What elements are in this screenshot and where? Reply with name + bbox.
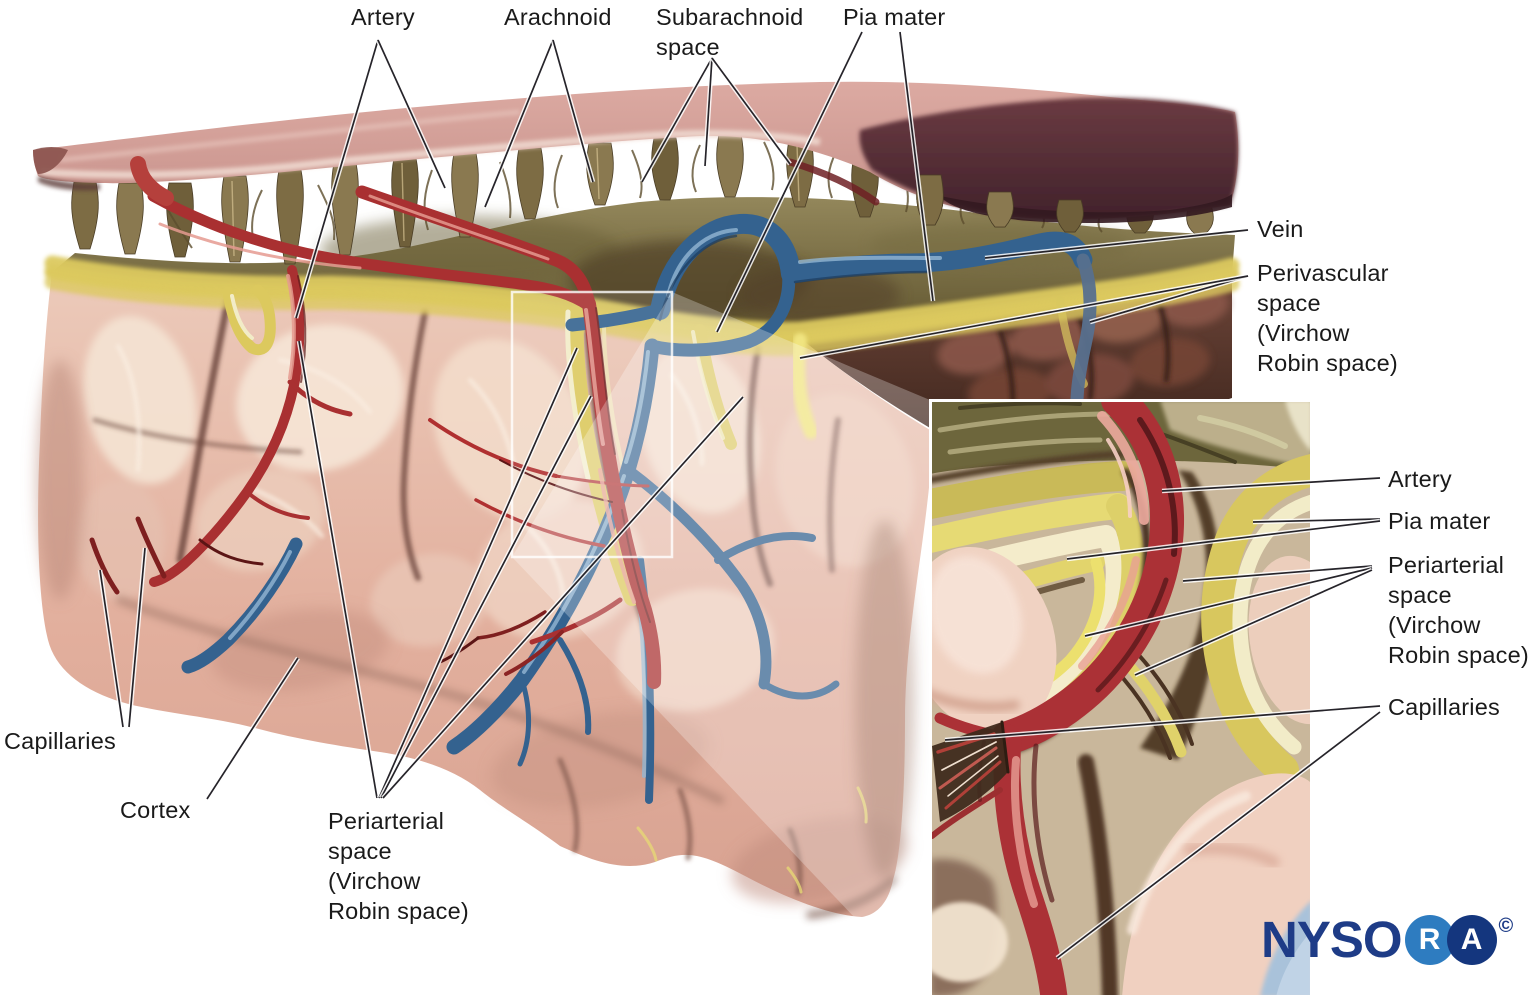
label-capillaries: Capillaries	[4, 728, 116, 754]
label-artery-top: Artery	[351, 4, 415, 30]
label-inset-pia-mater: Pia mater	[1388, 508, 1491, 534]
label-inset-periarterial-space: Periarterial space (Virchow Robin space)	[1388, 552, 1529, 668]
capillary-vessel	[89, 537, 120, 595]
label-periarterial-space: Periarterial space (Virchow Robin space)	[328, 808, 469, 924]
magnifier-wedge	[512, 292, 930, 997]
artery-vessels	[89, 156, 880, 689]
label-arachnoid: Arachnoid	[504, 4, 612, 30]
arachnoid-membrane	[33, 81, 1239, 224]
copyright-mark: ©	[1498, 915, 1514, 937]
nysora-logo-circle-a: A	[1446, 914, 1497, 965]
vein-main-run	[781, 231, 1093, 284]
label-subarachnoid-space: Subarachnoid space	[656, 4, 804, 60]
label-vein: Vein	[1257, 216, 1304, 242]
nysora-logo-circle-r: R	[1404, 914, 1455, 965]
label-perivascular-space: Perivascular space (Virchow Robin space)	[1257, 260, 1398, 376]
capillary-vessel	[135, 516, 167, 579]
artery-left-descending	[149, 265, 305, 587]
nysora-logo: NYSO R A ©	[1261, 910, 1513, 969]
vein-arch	[650, 213, 801, 320]
nysora-logo-text: NYSO	[1261, 911, 1403, 968]
artery-upper-segment	[355, 185, 596, 311]
label-inset-capillaries: Capillaries	[1388, 694, 1500, 720]
inset-panel	[929, 399, 1313, 997]
inset-artery-vessel	[991, 400, 1185, 755]
source-region-box	[510, 290, 674, 559]
label-pia-mater-top: Pia mater	[843, 4, 946, 30]
artery-main-trunk	[582, 297, 662, 689]
label-inset-artery: Artery	[1388, 466, 1452, 492]
label-cortex: Cortex	[120, 797, 191, 823]
vein-vessels	[181, 213, 1097, 804]
artery-left-segment	[147, 190, 595, 312]
leader-lines	[97, 30, 1382, 960]
